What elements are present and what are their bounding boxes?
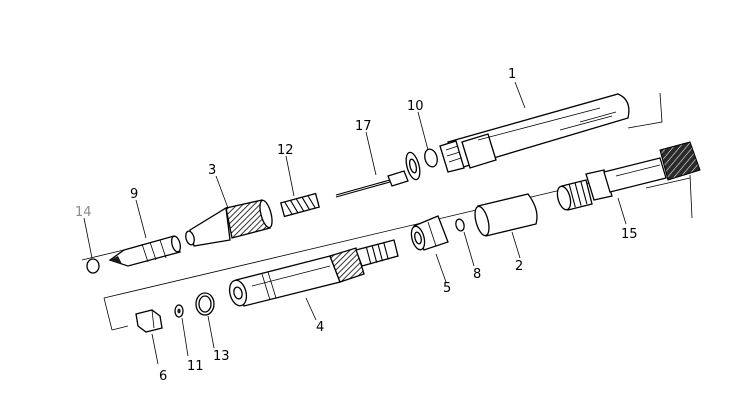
part-13-o-ring <box>195 292 215 316</box>
part-4-handle-body <box>228 239 399 307</box>
label-part-15: 15 <box>621 227 638 242</box>
part-12-spring <box>280 192 320 218</box>
label-part-13: 13 <box>213 349 230 364</box>
part-9-tip <box>108 235 182 267</box>
assembly-guide-lines <box>81 92 693 331</box>
label-part-17: 17 <box>355 119 372 134</box>
label-part-8: 8 <box>473 267 481 282</box>
label-part-10: 10 <box>407 99 424 114</box>
leader-lines <box>83 81 627 365</box>
part-8-o-ring <box>455 218 465 232</box>
label-part-11: 11 <box>187 359 204 374</box>
part-5-coupling-nut <box>410 215 449 251</box>
part-1-barrel <box>439 93 630 173</box>
label-part-2: 2 <box>515 259 523 274</box>
label-part-14: 14 <box>75 205 92 220</box>
label-part-12: 12 <box>277 143 294 158</box>
label-part-3: 3 <box>208 163 216 178</box>
label-part-6: 6 <box>159 369 167 384</box>
callout-labels: 1 2 3 4 5 6 8 9 10 11 12 13 14 15 17 <box>75 67 638 384</box>
part-2-sleeve <box>474 193 538 237</box>
label-part-5: 5 <box>443 281 451 296</box>
part-15-hose-fitting <box>556 141 701 211</box>
label-part-1: 1 <box>508 67 516 82</box>
part-10-o-ring <box>424 148 438 168</box>
part-11-washer <box>174 304 184 318</box>
part-3-nozzle-cap <box>185 199 273 247</box>
part-14-o-ring <box>86 258 100 274</box>
label-part-4: 4 <box>316 320 324 335</box>
label-part-9: 9 <box>130 187 138 202</box>
part-6-nut <box>135 309 163 333</box>
part-17-needle <box>335 151 421 198</box>
